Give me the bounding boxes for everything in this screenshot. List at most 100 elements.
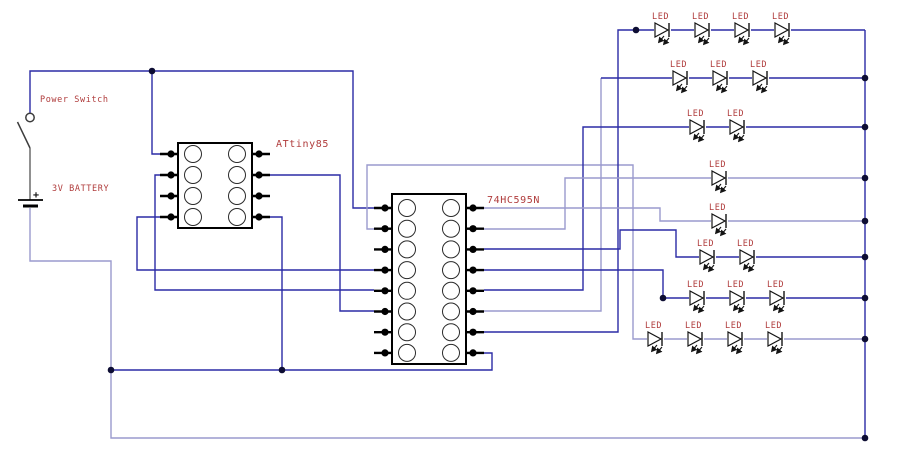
led-label: LED (709, 203, 726, 213)
led-row-6: LED LED (697, 239, 756, 273)
pin-dot (381, 266, 389, 274)
led-row-1: LED LED LED LED (652, 12, 791, 46)
led-light-arrow-icon (772, 303, 780, 312)
pin-pad (184, 187, 202, 205)
led-symbol[interactable]: LED (687, 280, 706, 314)
led-symbol[interactable]: LED (670, 60, 689, 94)
led-triangle-icon (752, 69, 768, 87)
led-triangle-icon (729, 289, 745, 307)
led-light-arrow-icon (777, 35, 785, 44)
junction-dot (632, 26, 640, 34)
led-symbol[interactable]: LED (685, 321, 704, 355)
power-switch-label: Power Switch (40, 95, 109, 105)
led-symbol[interactable]: LED (709, 203, 728, 237)
led-symbol[interactable]: LED (710, 60, 729, 94)
led-light-arrow-icon (702, 37, 710, 46)
led-triangle-icon (711, 212, 727, 230)
pin-pad (442, 281, 460, 300)
chip-label: ATtiny85 (276, 139, 329, 150)
led-triangle-icon (689, 118, 705, 136)
pin-dot (469, 225, 477, 233)
switch-contact-icon[interactable] (25, 112, 35, 123)
led-symbol[interactable]: LED (709, 160, 728, 194)
led-symbol[interactable]: LED (687, 109, 706, 143)
pin-dot (381, 307, 389, 316)
power-source[interactable]: + Power Switch 3V BATTERY (16, 95, 110, 208)
led-symbol[interactable]: LED (767, 280, 786, 314)
led-label: LED (670, 60, 687, 70)
wire-hc595-r4-to-row7 (484, 269, 865, 299)
pin-dot (167, 213, 175, 221)
wire-ground-bus (111, 352, 493, 371)
chip-label: 74HC595N (487, 195, 540, 206)
led-symbol[interactable]: LED (697, 239, 716, 273)
led-symbol[interactable]: LED (727, 280, 746, 314)
pin-pad (442, 302, 460, 321)
led-light-arrow-icon (737, 134, 745, 143)
wire-hc595-r1-to-row5 (484, 207, 865, 222)
wire-attiny-l4-to-hc595-l4 (136, 216, 374, 271)
led-triangle-icon (739, 248, 755, 266)
led-triangle-icon (769, 289, 785, 307)
led-label: LED (737, 239, 754, 249)
led-symbol[interactable]: LED (732, 12, 751, 46)
pin-pad (398, 199, 416, 217)
led-triangle-icon (727, 330, 743, 348)
junction-dot (861, 434, 869, 442)
led-symbol[interactable]: LED (692, 12, 711, 46)
wire-hc595-r6-to-row2-feed (484, 78, 602, 312)
led-row-4: LED (709, 160, 728, 194)
led-row-2: LED LED LED (670, 60, 769, 94)
pin-pad (184, 145, 202, 163)
led-light-arrow-icon (695, 346, 703, 355)
led-symbol[interactable]: LED (772, 12, 791, 46)
chip-attiny85[interactable]: ATtiny85 (160, 139, 329, 229)
led-triangle-icon (687, 330, 703, 348)
pin-dot (255, 192, 263, 200)
led-label: LED (727, 109, 744, 119)
led-row-5: LED (709, 203, 728, 237)
pin-pad (398, 240, 416, 259)
led-row-8: LED LED LED LED (645, 321, 784, 355)
led-label: LED (725, 321, 742, 331)
led-symbol[interactable]: LED (727, 109, 746, 143)
switch-lever-icon[interactable] (16, 121, 31, 149)
wire-attiny-vcc-feed (151, 71, 160, 155)
pin-dot (381, 349, 389, 357)
led-light-arrow-icon (735, 346, 743, 355)
chip-74hc595n[interactable]: 74HC595N (374, 193, 540, 365)
led-symbol[interactable]: LED (765, 321, 784, 355)
led-light-arrow-icon (697, 134, 705, 143)
led-light-arrow-icon (737, 305, 745, 314)
led-symbol[interactable]: LED (645, 321, 664, 355)
led-label: LED (727, 280, 744, 290)
led-label: LED (710, 60, 727, 70)
led-triangle-icon (647, 330, 663, 348)
led-label: LED (765, 321, 782, 331)
led-symbol[interactable]: LED (750, 60, 769, 94)
led-light-arrow-icon (737, 35, 745, 44)
pin-dot (255, 213, 263, 221)
led-symbol[interactable]: LED (652, 12, 671, 46)
led-light-arrow-icon (755, 83, 763, 92)
led-light-arrow-icon (655, 346, 663, 355)
pin-pad (442, 240, 460, 259)
led-triangle-icon (712, 69, 728, 87)
pin-pad (442, 343, 460, 362)
led-light-arrow-icon (747, 264, 755, 273)
led-symbol[interactable]: LED (737, 239, 756, 273)
led-light-arrow-icon (662, 37, 670, 46)
wire-battery-return (29, 208, 865, 439)
pin-pad (442, 219, 460, 238)
junction-dot (278, 366, 286, 374)
pin-dot (381, 245, 389, 253)
pin-dot (469, 245, 477, 253)
pin-dot (469, 328, 477, 336)
led-light-arrow-icon (714, 226, 722, 235)
led-symbol[interactable]: LED (725, 321, 744, 355)
pin-dot (381, 225, 389, 233)
led-light-arrow-icon (777, 305, 785, 314)
pin-dot (255, 171, 263, 179)
led-triangle-icon (654, 21, 670, 39)
